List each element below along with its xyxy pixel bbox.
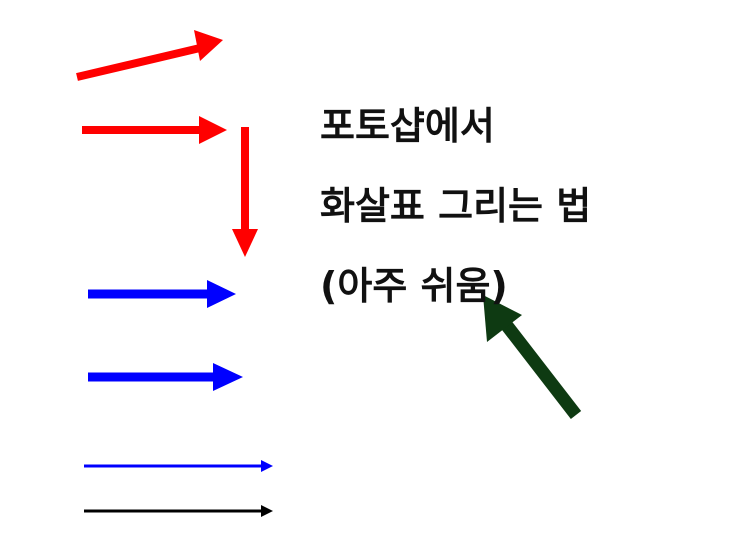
blue-thin-arrow-icon — [84, 460, 273, 472]
title-line-1: 포토샵에서 — [320, 104, 495, 148]
green-pointer-arrow-icon — [483, 295, 582, 419]
title-line-3: (아주 쉬움) — [320, 264, 508, 308]
black-thin-arrow-icon — [84, 505, 273, 517]
red-diagonal-arrow-icon — [76, 30, 223, 81]
page-title: 포토샵에서 화살표 그리는 법 (아주 쉬움) — [320, 86, 591, 326]
blue-thick-arrow-icon — [88, 280, 236, 308]
red-right-arrow-icon — [82, 116, 227, 144]
title-line-2: 화살표 그리는 법 — [320, 184, 592, 228]
red-down-arrow-icon — [232, 127, 258, 257]
blue-thick-arrow-2-icon — [88, 363, 243, 391]
